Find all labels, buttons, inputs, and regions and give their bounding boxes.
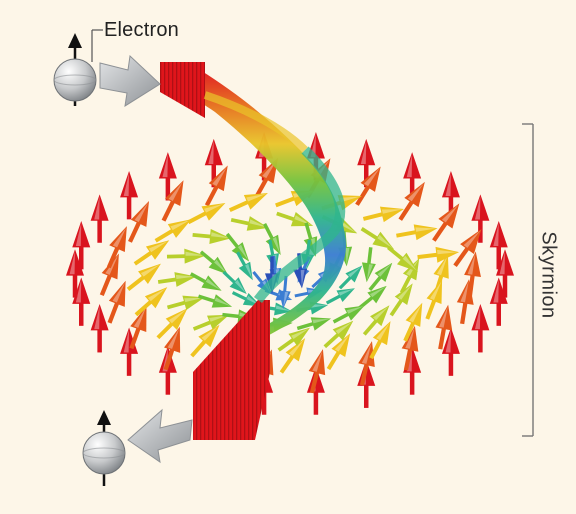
spin-arrow	[403, 152, 422, 201]
spin-arrow	[187, 202, 226, 225]
spin-arrow	[398, 181, 425, 221]
spin-arrow	[90, 194, 109, 243]
spin-arrow	[338, 265, 363, 290]
spin-arrow	[154, 219, 192, 243]
spin-arrow	[362, 206, 405, 223]
spin-arrow	[128, 201, 150, 243]
spin-arrow	[296, 317, 332, 331]
spin-arrow	[360, 227, 395, 250]
spin-arrow	[279, 338, 306, 374]
spin-arrow	[358, 341, 375, 386]
spin-arrow	[204, 138, 223, 188]
skyrmion-label: Skyrmion	[537, 231, 560, 319]
spin-arrow	[72, 220, 91, 270]
spin-arrow	[323, 320, 354, 349]
spin-arrow	[204, 165, 228, 207]
spin-arrow	[401, 325, 419, 371]
spin-arrow	[161, 180, 184, 222]
electron-spin-ribbon	[160, 62, 346, 440]
spin-arrow	[133, 240, 170, 266]
spin-arrow	[325, 288, 355, 305]
spin-arrow	[386, 245, 418, 272]
spin-arrow	[163, 326, 181, 371]
spin-arrow	[441, 327, 460, 376]
spin-arrow	[489, 277, 508, 326]
spin-arrow	[326, 333, 351, 371]
spin-arrow	[120, 170, 139, 220]
spin-arrow	[190, 324, 220, 358]
spin-arrow	[225, 232, 250, 262]
spin-arrow	[456, 279, 474, 325]
spin-arrow	[199, 250, 228, 275]
spin-arrow	[355, 166, 381, 206]
spin-arrow	[368, 262, 393, 291]
spin-arrow	[425, 279, 443, 320]
spin-arrow	[417, 246, 460, 263]
spin-arrow	[389, 283, 413, 317]
spin-arrow	[236, 251, 253, 281]
spin-arrow	[357, 138, 376, 188]
electron-label: Electron	[104, 19, 179, 41]
skyrmion-bracket	[522, 123, 534, 437]
incoming-arrow-icon	[99, 54, 161, 108]
electron-label-leader	[91, 29, 103, 62]
spin-arrow	[396, 224, 438, 241]
spin-arrow	[278, 275, 291, 309]
spin-arrow	[126, 263, 161, 291]
spin-arrow	[197, 294, 233, 308]
spin-arrow	[222, 270, 247, 295]
spin-arrow	[166, 295, 205, 311]
spin-arrow	[156, 308, 188, 340]
spin-arrow	[230, 216, 269, 231]
spin-arrow	[192, 229, 231, 244]
spin-arrow	[489, 220, 508, 270]
spin-arrow	[432, 203, 460, 242]
spin-arrow	[441, 170, 460, 220]
spin-arrow	[106, 226, 127, 269]
spin-arrow	[158, 152, 177, 201]
spin-arrow	[453, 229, 482, 267]
spin-arrow	[308, 349, 326, 394]
spin-arrow	[158, 346, 177, 395]
spin-arrow	[134, 287, 168, 317]
spin-arrow	[157, 272, 197, 287]
outgoing-arrow-icon	[127, 408, 193, 464]
spin-arrow	[369, 321, 391, 360]
spin-arrow	[189, 272, 222, 291]
spin-arrow	[263, 222, 281, 256]
spin-arrow	[403, 346, 422, 395]
spin-arrow	[332, 305, 365, 324]
spin-arrow	[192, 314, 230, 331]
spin-arrow	[107, 280, 126, 324]
spin-arrow	[90, 304, 109, 353]
spin-arrow	[435, 304, 453, 350]
spin-arrow	[361, 247, 376, 283]
spin-arrow	[166, 248, 206, 264]
spin-arrow	[228, 193, 268, 212]
spin-arrow	[129, 305, 147, 350]
spin-arrow	[277, 327, 310, 352]
spin-up-electron-icon	[53, 33, 97, 106]
spin-arrow	[471, 304, 490, 353]
spin-arrow	[362, 305, 390, 336]
spin-down-electron-icon	[82, 410, 126, 486]
spin-arrow	[403, 302, 423, 342]
